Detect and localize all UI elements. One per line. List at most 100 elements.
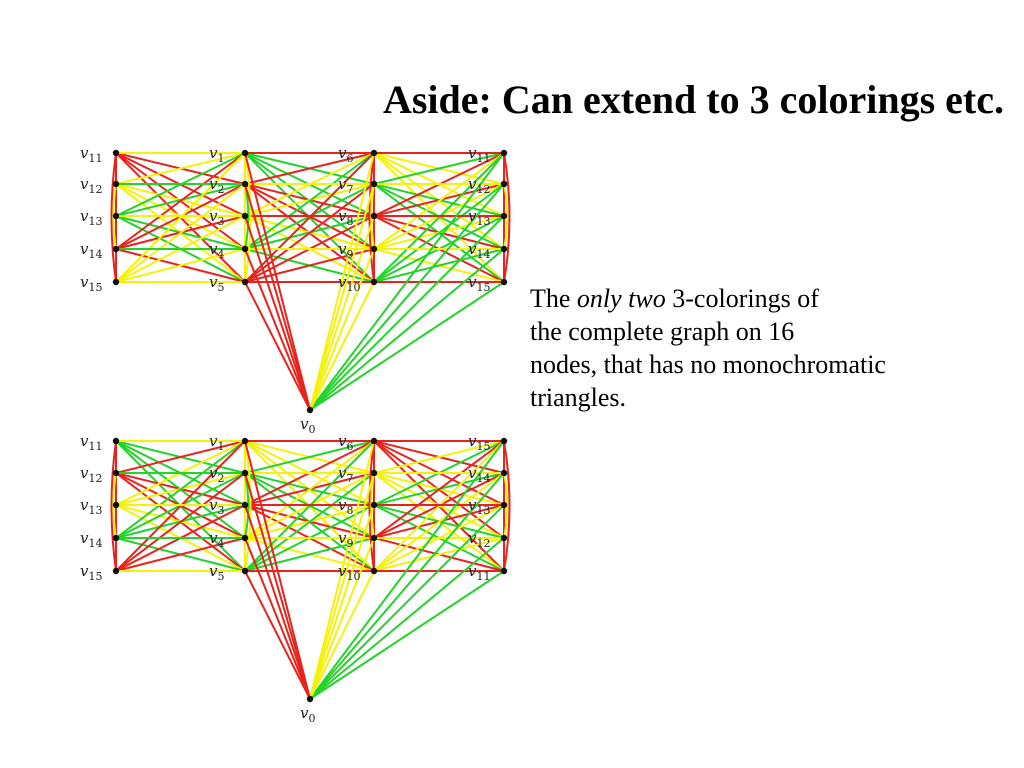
edge: [368, 152, 375, 283]
vertex-dot: [500, 278, 508, 286]
edge: [309, 183, 375, 411]
vertex-label: v14: [80, 529, 102, 550]
graph-colorings-diagram: v11v12v13v14v15v1v2v3v4v5v6v7v8v9v10v11v…: [80, 144, 511, 725]
edge: [503, 440, 511, 572]
edge: [373, 152, 505, 185]
vertex-dot: [500, 567, 508, 575]
edge-layer: [110, 152, 511, 411]
edge: [115, 152, 246, 250]
vertex-layer: v11v12v13v14v15v1v2v3v4v5v6v7v8v9v10v11v…: [80, 144, 508, 436]
edge: [244, 215, 311, 411]
vertex-dot: [370, 245, 378, 253]
vertex-dot: [500, 245, 508, 253]
vertex-dot: [112, 567, 120, 575]
edge: [309, 472, 505, 700]
edge: [244, 440, 311, 700]
vertex-dot: [241, 245, 249, 253]
edge: [309, 537, 505, 700]
edge: [309, 248, 505, 411]
edge: [115, 440, 246, 539]
edge: [373, 440, 505, 539]
vertex-label: v15: [468, 432, 490, 453]
edge: [244, 570, 311, 700]
apex-vertex-dot: [306, 406, 314, 414]
vertex-dot: [112, 278, 120, 286]
edge: [244, 248, 375, 283]
edge: [309, 570, 375, 700]
edge: [244, 472, 375, 572]
edge: [115, 183, 246, 283]
edge: [373, 152, 505, 283]
vertex-dot: [370, 469, 378, 477]
edge: [309, 152, 505, 411]
edge: [244, 248, 311, 411]
edge: [368, 440, 375, 572]
edge: [309, 570, 505, 700]
vertex-dot: [112, 245, 120, 253]
edge: [503, 183, 509, 250]
apex-vertex-label: v0: [300, 704, 315, 725]
vertex-label: v6: [338, 144, 353, 165]
vertex-dot: [500, 212, 508, 220]
vertex-dot: [370, 501, 378, 509]
edge: [309, 440, 505, 700]
edge: [309, 215, 375, 411]
vertex-dot: [241, 469, 249, 477]
coloring-diagram-top: v11v12v13v14v15v1v2v3v4v5v6v7v8v9v10v11v…: [80, 144, 511, 436]
edge: [309, 504, 375, 700]
vertex-label: v11: [80, 432, 102, 453]
vertex-dot: [370, 180, 378, 188]
caption-emphasis: only two: [576, 284, 666, 313]
edge: [244, 152, 311, 411]
edge: [309, 504, 505, 700]
edge: [115, 152, 246, 185]
edge: [309, 281, 505, 411]
vertex-dot: [112, 501, 120, 509]
vertex-dot: [241, 278, 249, 286]
vertex-dot: [500, 501, 508, 509]
vertex-dot: [370, 149, 378, 157]
caption-line-1: The only two 3-colorings of: [530, 282, 1010, 315]
edge: [503, 152, 511, 283]
edge: [244, 537, 375, 572]
vertex-label: v1: [209, 144, 224, 165]
coloring-diagram-bottom: v11v12v13v14v15v1v2v3v4v5v6v7v8v9v10v15v…: [80, 432, 511, 725]
caption-line-4: triangles.: [530, 383, 627, 412]
edge: [115, 440, 246, 474]
vertex-label: v15: [80, 562, 102, 583]
vertex-label: v14: [80, 240, 102, 261]
edge: [244, 152, 252, 283]
vertex-label: v11: [468, 144, 490, 165]
edge: [244, 472, 311, 700]
edge: [309, 183, 505, 411]
edge: [115, 472, 246, 572]
apex-vertex-label: v0: [300, 415, 315, 436]
vertex-dot: [241, 567, 249, 575]
vertex-label: v12: [80, 175, 102, 196]
vertex-dot: [241, 212, 249, 220]
vertex-dot: [370, 278, 378, 286]
vertex-dot: [370, 567, 378, 575]
vertex-dot: [500, 180, 508, 188]
vertex-dot: [241, 149, 249, 157]
edge: [309, 281, 375, 411]
edge: [309, 215, 505, 411]
edge: [309, 152, 375, 411]
vertex-dot: [112, 437, 120, 445]
vertex-dot: [241, 437, 249, 445]
vertex-label: v13: [80, 496, 102, 517]
vertex-dot: [112, 212, 120, 220]
edge: [503, 472, 509, 539]
edge: [244, 183, 375, 283]
edge: [309, 537, 375, 700]
edge: [115, 152, 246, 283]
caption-three-colorings: 3-colorings of: [672, 284, 819, 313]
edge: [244, 537, 311, 700]
edge: [115, 248, 246, 283]
vertex-dot: [112, 180, 120, 188]
caption-line-3: nodes, that has no monochromatic: [530, 350, 886, 379]
edge-layer: [110, 440, 511, 700]
vertex-dot: [112, 149, 120, 157]
vertex-label: v12: [80, 464, 102, 485]
edge: [373, 183, 505, 283]
